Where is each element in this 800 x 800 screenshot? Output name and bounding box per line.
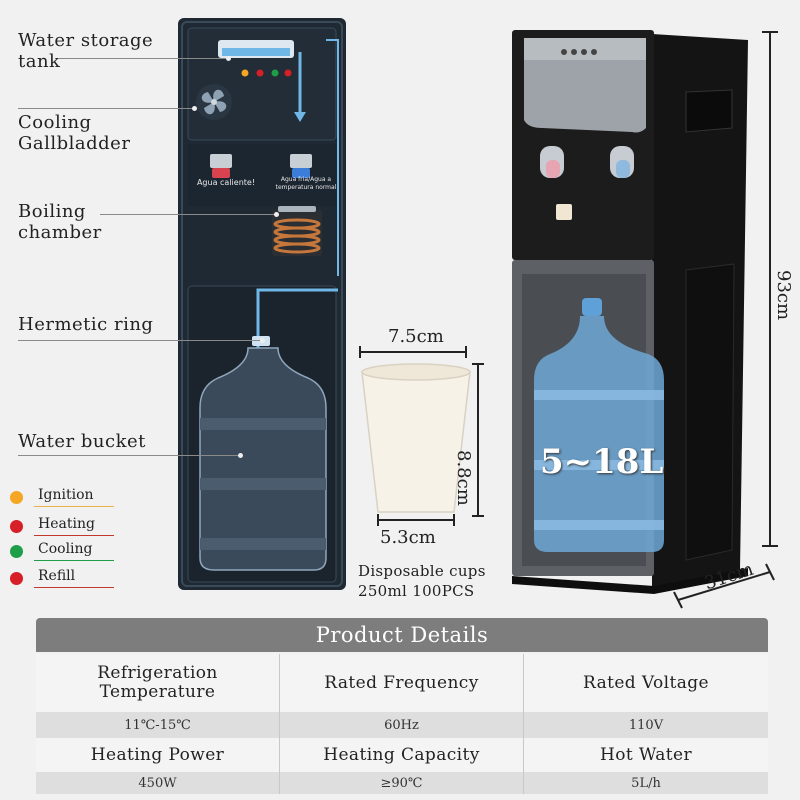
- product-details-table: Product Details Refrigeration Temperatur…: [36, 618, 768, 794]
- leader-boiling: [100, 212, 279, 217]
- spec-key-frequency: Rated Frequency: [280, 654, 523, 712]
- legend-ignition: Ignition: [10, 487, 114, 509]
- leader-storage-tank: [58, 56, 231, 61]
- legend-refill-label: Refill: [38, 568, 76, 584]
- cup-top-width: 7.5cm: [388, 326, 444, 347]
- callout-boiling: Boiling chamber: [18, 201, 102, 243]
- spec-value-hot-water: 5L/h: [524, 772, 768, 794]
- hot-tap-label: Agua caliente!: [196, 178, 256, 187]
- legend-cooling-label: Cooling: [38, 541, 93, 557]
- column-divider: [523, 654, 524, 794]
- spec-value-heating-power: 450W: [36, 772, 279, 794]
- cup-height: 8.8cm: [453, 450, 474, 506]
- legend-cooling-dot: [10, 545, 23, 558]
- leader-bucket: [18, 453, 243, 458]
- water-dispenser-photo: [512, 30, 778, 609]
- spec-key-voltage: Rated Voltage: [524, 654, 768, 712]
- callout-bucket: Water bucket: [18, 431, 146, 452]
- spec-value-heating-capacity: ≥90℃: [280, 772, 523, 794]
- legend-refill-dot: [10, 572, 23, 585]
- cold-tap-label: Agua fria/Agua a temperatura normal: [275, 176, 337, 191]
- table-title: Product Details: [36, 618, 768, 652]
- legend-heating: Heating: [10, 516, 114, 538]
- leader-hermetic: [18, 338, 265, 343]
- spec-key-heating-capacity: Heating Capacity: [280, 738, 523, 772]
- callout-hermetic: Hermetic ring: [18, 314, 154, 335]
- legend-heating-dot: [10, 520, 23, 533]
- diagram-illustration: [181, 21, 343, 587]
- dispenser-diagram: Agua caliente! Agua fria/Agua a temperat…: [178, 18, 346, 590]
- spec-key-heating-power: Heating Power: [36, 738, 279, 772]
- paper-cup-illustration: [359, 346, 484, 526]
- dispenser-height: 93cm: [773, 270, 794, 321]
- legend-ignition-label: Ignition: [38, 487, 94, 503]
- column-divider: [279, 654, 280, 794]
- spec-value-frequency: 60Hz: [280, 712, 523, 738]
- legend-refill: Refill: [10, 568, 114, 590]
- leader-cooling: [18, 106, 197, 111]
- spec-key-refrigeration: Refrigeration Temperature: [36, 654, 279, 712]
- cup-caption-line1: Disposable cups: [358, 562, 486, 580]
- legend-cooling: Cooling: [10, 541, 114, 563]
- spec-value-voltage: 110V: [524, 712, 768, 738]
- callout-cooling: Cooling Gallbladder: [18, 112, 131, 154]
- legend-heating-label: Heating: [38, 516, 95, 532]
- cup-caption-line2: 250ml 100PCS: [358, 582, 475, 600]
- callout-storage-tank: Water storage tank: [18, 30, 154, 72]
- spec-value-refrigeration: 11℃-15℃: [36, 712, 279, 738]
- spec-key-hot-water: Hot Water: [524, 738, 768, 772]
- cup-bottom-width: 5.3cm: [380, 527, 436, 548]
- legend-ignition-dot: [10, 491, 23, 504]
- water-bottle: [199, 336, 327, 571]
- capacity-badge: 5~18L: [540, 442, 664, 482]
